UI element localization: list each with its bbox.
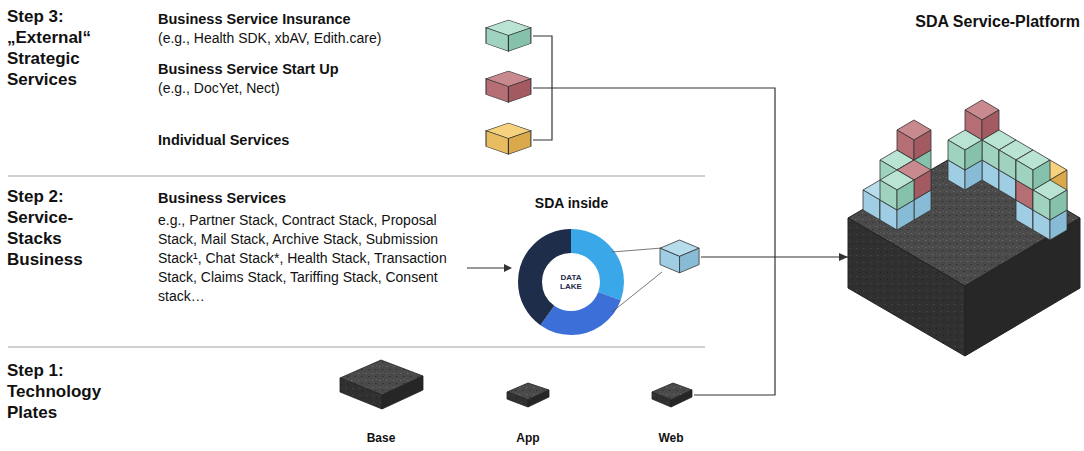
step-title: Step 3: „External“ Strategic Services bbox=[7, 6, 119, 90]
bracket-lines bbox=[533, 36, 775, 257]
zoom-lines bbox=[612, 248, 662, 312]
platform-title: SDA Service-Platform bbox=[915, 12, 1080, 31]
service-platform bbox=[848, 100, 1080, 356]
connector-arrow bbox=[694, 257, 848, 395]
stack-list: e.g., Partner Stack, Contract Stack, Pro… bbox=[158, 211, 453, 306]
connector-line bbox=[701, 256, 775, 257]
service-heading: Individual Services bbox=[158, 131, 289, 150]
plate-node: Web bbox=[648, 355, 694, 449]
stack-cube bbox=[660, 240, 699, 273]
donut-center-text: DATA LAKE bbox=[554, 273, 588, 291]
service-heading: Business Services bbox=[158, 189, 286, 208]
step-title: Step 1: Technology Plates bbox=[7, 360, 119, 423]
service-examples: (e.g., DocYet, Nect) bbox=[158, 79, 280, 98]
donut-node: SDA insideDATA LAKE bbox=[514, 193, 629, 339]
service-cubes bbox=[486, 20, 531, 154]
step-title: Step 2: Service-Stacks Business bbox=[7, 186, 119, 270]
service-examples: (e.g., Health SDK, xbAV, Edith.care) bbox=[158, 29, 381, 48]
service-heading: Business Service Start Up bbox=[158, 60, 339, 79]
donut-heading: SDA inside bbox=[535, 195, 608, 212]
separator-lines bbox=[8, 176, 705, 347]
plate-label: App bbox=[516, 431, 539, 445]
plate-label: Web bbox=[658, 431, 683, 445]
plate-node: App bbox=[503, 355, 553, 449]
platform-node: SDA Service-Platform bbox=[848, 8, 1082, 358]
service-heading: Business Service Insurance bbox=[158, 10, 351, 29]
plate-label: Base bbox=[367, 431, 396, 445]
stack-arrow bbox=[467, 264, 512, 272]
plate-node: Base bbox=[336, 355, 426, 449]
donut-chart bbox=[530, 241, 612, 323]
technology-plates bbox=[340, 360, 692, 409]
